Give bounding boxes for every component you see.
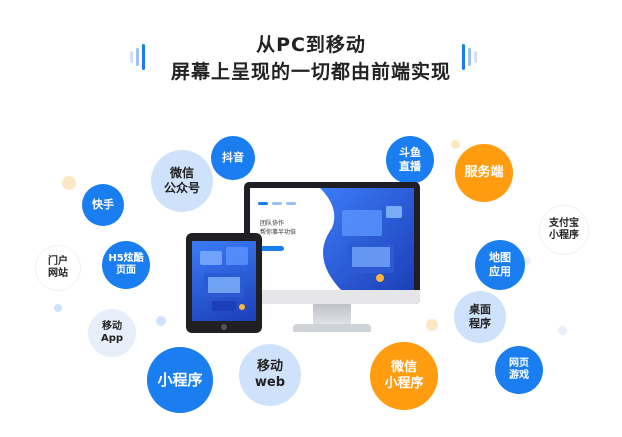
bubble-desktop-app: 桌面 程序 bbox=[454, 291, 506, 343]
monitor-stand bbox=[313, 304, 351, 326]
desktop-monitor: 团队协作 帮你事半功倍 bbox=[244, 182, 420, 304]
monitor-screen: 团队协作 帮你事半功倍 bbox=[250, 188, 414, 291]
bubble-mobile-app: 移动 App bbox=[88, 309, 136, 357]
bubble-server: 服务端 bbox=[455, 144, 513, 202]
tablet-device bbox=[186, 233, 262, 333]
bubble-mobile-web: 移动 web bbox=[239, 344, 301, 406]
bubble-wechat-official: 微信 公众号 bbox=[151, 150, 213, 212]
bubble-map-app: 地图 应用 bbox=[475, 240, 525, 290]
decor-dot bbox=[62, 176, 76, 190]
bubble-web-game: 网页 游戏 bbox=[495, 346, 543, 394]
page-title-line2: 屏幕上呈现的一切都由前端实现 bbox=[170, 61, 451, 83]
monitor-stand-base bbox=[293, 324, 371, 332]
sound-wave-left-icon bbox=[130, 44, 150, 70]
bubble-douyu: 斗鱼 直播 bbox=[386, 136, 434, 184]
bubble-h5: H5炫酷 页面 bbox=[102, 241, 150, 289]
bubble-kuaishou: 快手 bbox=[82, 184, 124, 226]
bubble-douyin: 抖音 bbox=[211, 136, 255, 180]
bubble-portal: 门户 网站 bbox=[36, 246, 80, 290]
decor-dot bbox=[156, 316, 166, 326]
monitor-headline-1: 团队协作 bbox=[260, 220, 285, 227]
monitor-chin bbox=[244, 290, 420, 304]
tablet-screen bbox=[192, 241, 256, 321]
decor-dot bbox=[426, 319, 438, 331]
decor-dot bbox=[54, 304, 62, 312]
monitor-illustration bbox=[258, 188, 414, 291]
monitor-headline-2: 帮你事半功倍 bbox=[260, 229, 297, 236]
decor-dot bbox=[451, 140, 460, 149]
tablet-home-button bbox=[221, 324, 227, 330]
tablet-illustration bbox=[200, 247, 248, 311]
bubble-wechat-mini: 微信 小程序 bbox=[370, 342, 438, 410]
decor-dot bbox=[523, 257, 531, 265]
sound-wave-right-icon bbox=[462, 44, 482, 70]
bubble-mini-program: 小程序 bbox=[147, 347, 213, 413]
decor-dot bbox=[558, 326, 567, 335]
page-title-line1: 从PC到移动 bbox=[256, 34, 366, 56]
bubble-alipay-mini: 支付宝 小程序 bbox=[540, 206, 588, 254]
